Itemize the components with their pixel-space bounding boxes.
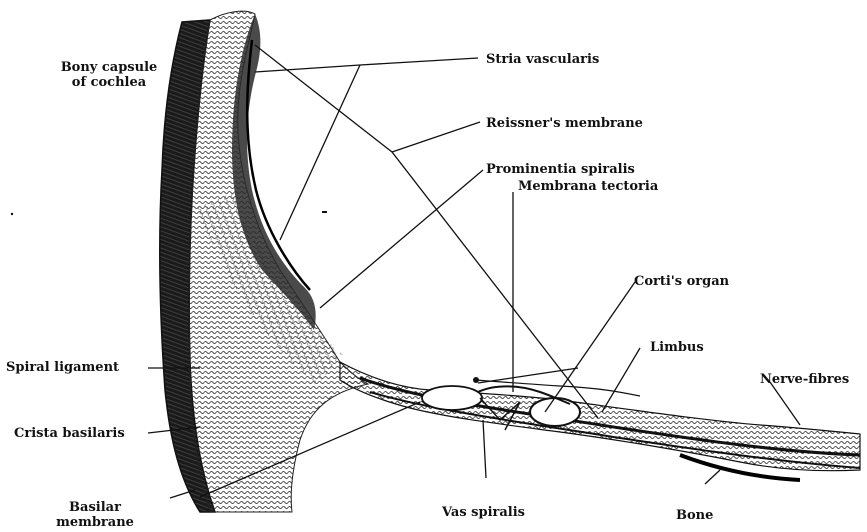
label-nerve-fibres: Nerve-fibres [760,372,849,387]
label-membrana-tectoria: Membrana tectoria [518,179,658,194]
label-spiral-ligament: Spiral ligament [6,360,119,375]
label-vas-spiralis: Vas spiralis [442,505,525,520]
label-limbus: Limbus [650,340,704,355]
label-stria-vascularis: Stria vascularis [486,52,599,67]
label-bone: Bone [676,508,713,523]
label-crista-basilaris: Crista basilaris [14,426,125,441]
label-prominentia-spiralis: Prominentia spiralis [486,162,635,177]
label-reissners-membrane: Reissner's membrane [486,116,643,131]
label-cortis-organ: Corti's organ [634,274,729,289]
label-bony-capsule: Bony capsule of cochlea [44,60,174,90]
label-basilar-membrane: Basilar membrane [20,500,170,530]
